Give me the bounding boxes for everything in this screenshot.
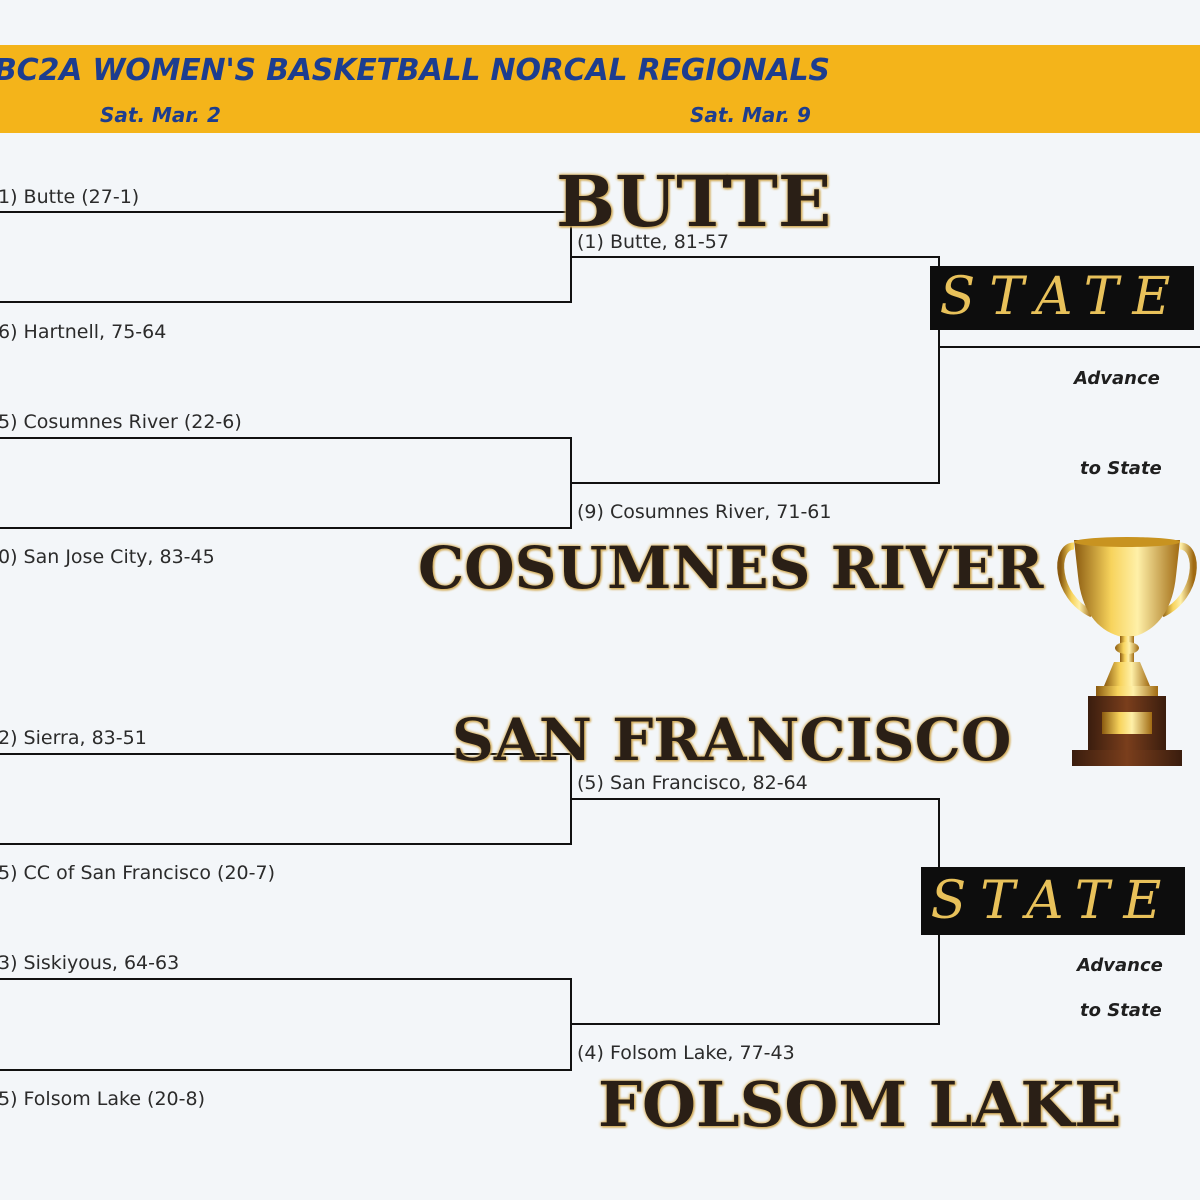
round-1-date: Sat. Mar. 2 [100, 103, 221, 127]
winner-cosumnes-river: COSUMNES RIVER [418, 534, 1044, 602]
round1-slot: 2) Sierra, 83-51 [0, 727, 147, 749]
round1-slot: 0) San Jose City, 83-45 [0, 546, 215, 568]
bracket-line [0, 301, 572, 303]
round2-slot: (9) Cosumnes River, 71-61 [577, 501, 832, 523]
bracket-line [0, 437, 572, 439]
bracket-line [570, 978, 572, 1071]
page-title: BC2A WOMEN'S BASKETBALL NORCAL REGIONALS [0, 53, 830, 88]
round1-slot: 6) Hartnell, 75-64 [0, 321, 167, 343]
round1-slot: 3) Siskiyous, 64-63 [0, 952, 180, 974]
bracket-line [572, 482, 940, 484]
bracket-line [570, 437, 572, 529]
round2-slot: (1) Butte, 81-57 [577, 231, 729, 253]
round2-slot: (4) Folsom Lake, 77-43 [577, 1042, 795, 1064]
round2-slot: (5) San Francisco, 82-64 [577, 772, 808, 794]
advance-label: to State [1080, 1000, 1162, 1021]
round1-slot: 5) Cosumnes River (22-6) [0, 411, 242, 433]
bracket-line [0, 843, 572, 845]
bracket-line [938, 256, 940, 484]
advance-label: Advance [1077, 955, 1163, 976]
bracket-line [570, 753, 572, 845]
bracket-line [0, 211, 572, 213]
bracket-line [0, 753, 572, 755]
bracket-line [572, 798, 940, 800]
bracket-line [0, 1069, 572, 1071]
trophy-icon [1057, 537, 1197, 766]
round1-slot: 5) CC of San Francisco (20-7) [0, 862, 275, 884]
advance-label: Advance [1074, 368, 1160, 389]
bracket-line [570, 211, 572, 303]
bracket-line [0, 978, 572, 980]
winner-butte: BUTTE [556, 160, 832, 243]
bracket-line [572, 1023, 940, 1025]
state-badge: STATE [921, 867, 1185, 935]
round1-slot: 1) Butte (27-1) [0, 186, 140, 208]
state-badge: STATE [930, 266, 1194, 330]
bracket-line [0, 527, 572, 529]
bracket-line [940, 346, 1200, 348]
round1-slot: 5) Folsom Lake (20-8) [0, 1088, 205, 1110]
winner-folsom-lake: FOLSOM LAKE [598, 1068, 1122, 1141]
header-banner: BC2A WOMEN'S BASKETBALL NORCAL REGIONALS… [0, 45, 1200, 133]
advance-label: to State [1080, 458, 1162, 479]
bracket-line [572, 256, 940, 258]
winner-san-francisco: SAN FRANCISCO [452, 706, 1012, 774]
round-2-date: Sat. Mar. 9 [690, 103, 811, 127]
